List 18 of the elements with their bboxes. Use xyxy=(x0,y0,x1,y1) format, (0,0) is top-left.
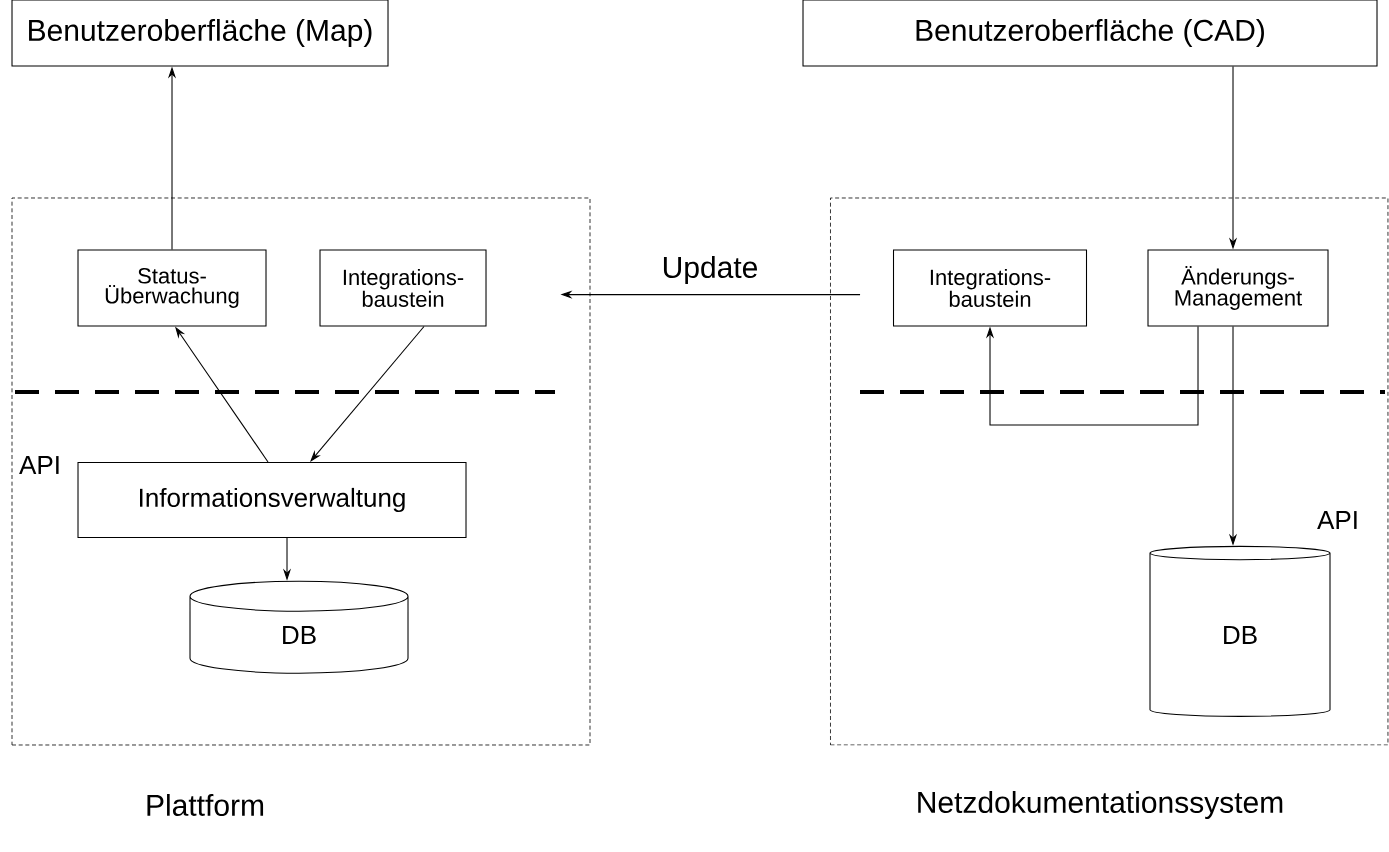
dashed-frame xyxy=(830,197,1389,746)
database-cylinder: DB xyxy=(1149,545,1331,717)
title-box: Benutzeroberfläche (CAD) xyxy=(802,0,1378,67)
system-caption: Plattform xyxy=(147,793,264,816)
edge-label: Update xyxy=(658,253,762,287)
arrow xyxy=(985,326,1199,426)
process-box: Integrations- baustein xyxy=(319,249,487,327)
system-caption: Netzdokumentationssystem xyxy=(918,791,1283,819)
dashed-frame xyxy=(11,197,591,746)
process-box: Änderungs- Management xyxy=(1147,249,1329,327)
arrow xyxy=(310,326,425,462)
process-box: Integrations- baustein xyxy=(892,249,1088,327)
api-label: API xyxy=(1317,511,1357,529)
process-box: Informationsverwaltung xyxy=(77,461,467,539)
database-cylinder: DB xyxy=(189,580,409,674)
process-box: Status- Überwachung xyxy=(77,249,267,327)
api-label: API xyxy=(19,456,59,474)
title-box: Benutzeroberfläche (Map) xyxy=(11,0,389,67)
